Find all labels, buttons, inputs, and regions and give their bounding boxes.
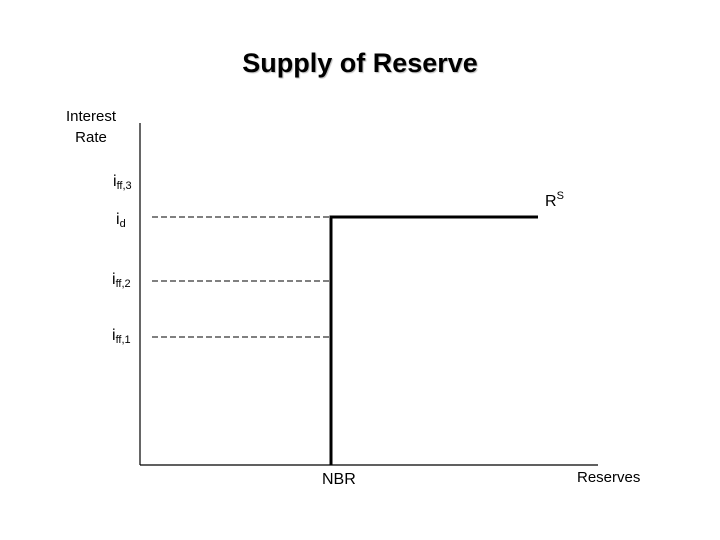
tick-label-id: id xyxy=(116,211,126,230)
curve-label-rs: RS xyxy=(545,190,564,210)
reserve-supply-curve xyxy=(329,215,538,465)
quantity-label-nbr: NBR xyxy=(322,471,356,488)
y-axis-label-line1: Interest xyxy=(65,108,117,125)
tick-label-iff3: iff,3 xyxy=(113,173,132,192)
diagram-title: Supply of Reserve xyxy=(242,48,478,78)
tick-label-iff1: iff,1 xyxy=(112,327,131,346)
tick-label-iff2: iff,2 xyxy=(112,271,131,290)
x-axis-label: Reserves xyxy=(577,469,641,486)
y-axis-label-line2: Rate xyxy=(75,129,107,146)
y-axis-label: Interest Rate xyxy=(58,106,124,148)
